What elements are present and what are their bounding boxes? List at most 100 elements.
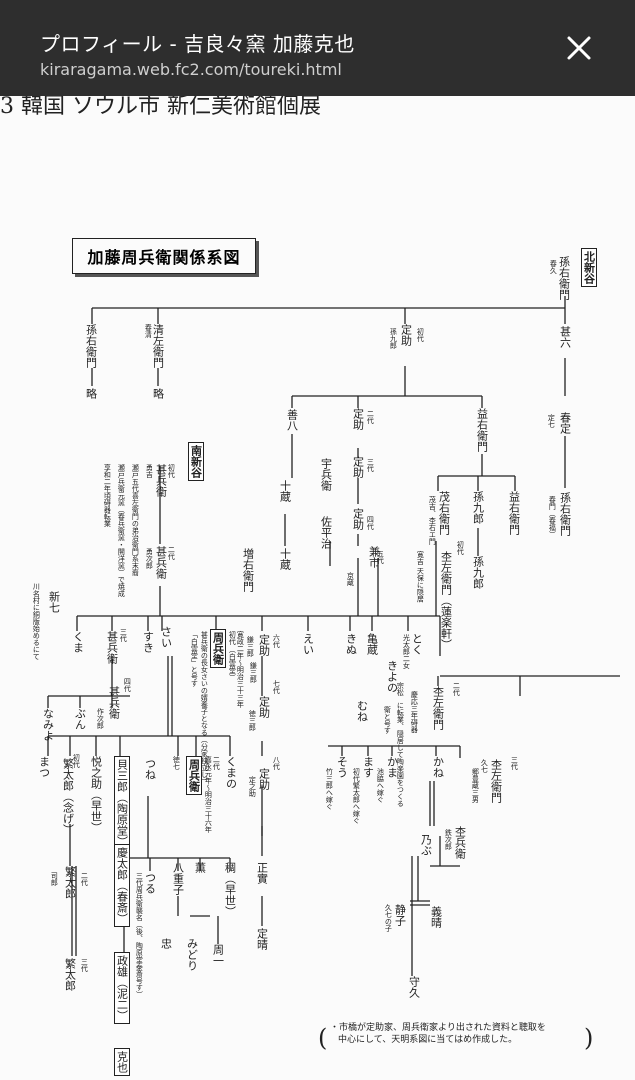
name-yaeko: 八重子 xyxy=(171,862,185,895)
name-shigetaro-2: 繁太郎 xyxy=(63,866,77,899)
name-noburu: 乃ぶ xyxy=(419,834,433,856)
note-sadasuke-7: 徳三郎 xyxy=(248,710,257,731)
name-juzo-2: 十蔵 xyxy=(278,548,292,570)
label-sandai-3: 三代 xyxy=(510,756,519,770)
name-sai: さい xyxy=(159,626,173,648)
browser-top-bar: プロフィール - 吉良々窯 加藤克也 kiraragama.web.fc2.co… xyxy=(0,0,635,96)
note-shuhei-5: 鎌三郎 xyxy=(246,636,255,657)
footnote: ・市橋が定助家、周兵衛家より出された資料と聴取を 中心にして、天明系図に当てはめ… xyxy=(330,1022,546,1046)
label-nanadai: 七代 xyxy=(272,680,281,694)
name-kizaemon-4: 杢兵衛 xyxy=(453,826,467,859)
name-masuemon-2: 増右衛門 xyxy=(241,548,255,592)
name-sadasuke-8: 定助 xyxy=(257,768,271,790)
label-shodai-1: 初代 xyxy=(416,328,425,342)
name-mune: むね xyxy=(355,700,369,722)
name-magouemon-2: 孫右衛門 xyxy=(558,492,572,536)
note-jinbee-1-c: 瀬戸兵衛元窯（春兵衛窯・開洋窯）で焼成 xyxy=(117,464,126,597)
name-jinbee-4: 甚兵衛 xyxy=(107,686,121,719)
name-magokuro-1: 孫九郎 xyxy=(471,491,485,524)
label-kitashinya: 北新谷 xyxy=(581,248,597,287)
note-shuhei-3: 甚兵衛の長女さいの婿養子となる（分家独立し） xyxy=(200,631,209,785)
label-nidai-2: 二代 xyxy=(167,546,176,560)
note-kizaemon-2-a: 慶応三年碍器 xyxy=(410,691,419,733)
name-bun: ぶん xyxy=(73,708,87,730)
label-nidai-5: 二代 xyxy=(80,872,89,886)
note-kizaemon-3-b: 郷豊蔵三男 xyxy=(471,768,480,803)
name-chu: 忠 xyxy=(159,938,173,949)
label-ryaku-1: 略 xyxy=(84,388,98,399)
name-kaoru: 薫 xyxy=(193,862,207,873)
name-shuichi: 周一 xyxy=(211,944,225,966)
label-godai: 五代 xyxy=(376,550,385,564)
name-jinbee-3: 甚兵衛 xyxy=(105,631,119,664)
name-kizaemon: 杢左衛門（蓮楽軒） xyxy=(439,551,453,650)
note-shige: 茂吉、杢右エ門 xyxy=(428,496,437,545)
name-sadaharu: 定晴 xyxy=(255,928,269,950)
name-tsuyoshi: 稠（早世） xyxy=(223,862,237,917)
name-magouemon-top: 孫右衛門 xyxy=(557,256,571,300)
label-yondai-1: 四代 xyxy=(366,516,375,530)
name-kizaemon-2: 杢左衛門 xyxy=(431,686,445,730)
label-nidai-3: 二代 xyxy=(452,682,461,696)
label-shuhei-shodai: 初代 xyxy=(228,631,237,645)
note-sou: 竹三郎へ嫁ぐ xyxy=(325,768,334,810)
name-sadasuke-1: 定助 xyxy=(399,324,413,346)
footnote-paren-left: ( xyxy=(318,1024,328,1052)
name-midori: みどり xyxy=(185,938,199,971)
label-minamishinya: 南新谷 xyxy=(188,442,204,481)
note-toku: 光太郎二女 xyxy=(402,634,411,669)
name-sadasuke-6: 定助 xyxy=(257,634,271,656)
name-shigetaro: 繁太郎（念げ） xyxy=(61,758,75,835)
name-kuma: くま xyxy=(71,631,85,653)
label-nidai-1: 二代 xyxy=(366,410,375,424)
label-shodai-3: 初代 xyxy=(456,541,465,555)
name-harusada: 春定 xyxy=(558,412,572,434)
name-sou: そう xyxy=(335,756,349,778)
name-kumano: くまの xyxy=(224,756,238,789)
name-kane: かね xyxy=(431,756,445,778)
name-jinbee-2: 甚兵衛 xyxy=(154,546,168,579)
document-header-line: 3 韓国 ソウル市 新仁美術館個展 xyxy=(0,96,321,119)
name-tsune: つね xyxy=(143,758,157,780)
name-kizaemon-3: 杢左衛門 xyxy=(489,759,503,803)
note-masu: 初代繁太郎へ嫁ぐ xyxy=(352,768,361,824)
note-shuhei-2: 寛政二年〜明治三十三年 xyxy=(236,631,245,708)
note-shuhei-2: 嘉永元年〜明治三十六年 xyxy=(204,756,213,833)
name-sadasuke-3: 定助 xyxy=(351,456,365,478)
page-title: プロフィール - 吉良々窯 加藤克也 xyxy=(40,32,355,56)
name-sakujiro: 作次郎 xyxy=(96,708,105,729)
note-kizaemon-2-b: に転業、隠居して陶楽園をつくる xyxy=(396,702,405,807)
note-kizaemon-2-c: 衛と号す xyxy=(383,706,392,734)
label-shodai-4: 初代 xyxy=(72,754,81,768)
name-uhei: 宇兵衛 xyxy=(319,458,333,491)
label-sandai-2: 三代 xyxy=(119,628,128,642)
name-magokuro-2: 孫九郎 xyxy=(471,556,485,589)
note-jinbee-1-d: 享和二年頃碍器転業 xyxy=(103,464,112,527)
name-kiyono: きよの xyxy=(385,660,399,693)
note-shizuko: 久七の子 xyxy=(384,904,393,932)
name-ei: えい xyxy=(301,633,315,655)
note-sadashichi: 定七 xyxy=(547,414,556,428)
name-shuhei: 周兵衛 xyxy=(210,629,226,668)
name-sahei: 佐平治 xyxy=(319,516,333,549)
page-url[interactable]: kiraragama.web.fc2.com/toureki.html xyxy=(40,60,342,79)
label-ryaku-2: 略 xyxy=(151,388,165,399)
label-hachidai: 八代 xyxy=(272,756,281,770)
chart-title: 加藤周兵衛関係系図 xyxy=(72,238,256,274)
note-sadasuke-8: 定之助 xyxy=(248,776,257,797)
note-kama: 池脇へ嫁ぐ xyxy=(376,768,385,803)
tree-connector-lines xyxy=(47,296,620,986)
note-kizaemon-3-a: 久七 xyxy=(480,759,489,773)
note-shinshichi: 川名村に銅版始めるにて xyxy=(32,583,41,660)
name-kyozo: 京蔵 xyxy=(346,572,355,586)
note-seizaemon: 春清 xyxy=(144,324,153,338)
note-jinbee-2: 勇次郎 xyxy=(145,548,154,569)
close-icon[interactable] xyxy=(565,34,593,62)
note-shuhei-4: 「白雲堂」と号す xyxy=(190,631,199,687)
name-katsuya: 克也 xyxy=(114,1048,130,1076)
name-kaisaburo: 貝三郎（陶原堂） xyxy=(114,756,130,850)
name-shuhei-2: 周兵衛 xyxy=(186,756,202,795)
name-nanayo: なみよ xyxy=(41,708,55,741)
name-toku: とく xyxy=(410,633,424,655)
name-kamezo: 亀蔵 xyxy=(365,633,379,655)
